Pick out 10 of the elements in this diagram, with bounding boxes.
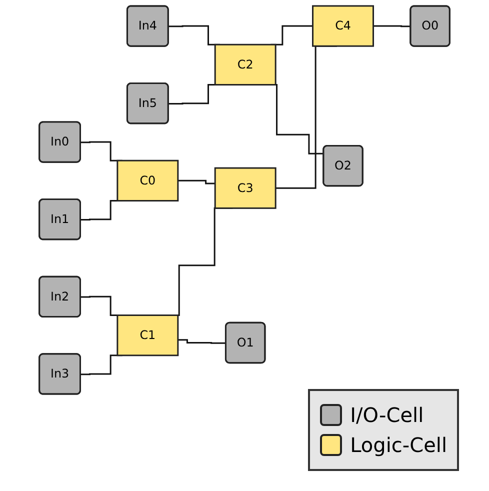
node-box: C0 (116, 160, 179, 202)
connector (178, 180, 216, 184)
legend-label: Logic-Cell (350, 433, 447, 457)
node-box: C2 (214, 44, 276, 86)
connector (373, 25, 411, 28)
legend-label: I/O-Cell (350, 403, 424, 427)
node-box: C1 (116, 314, 179, 356)
node-box: C3 (214, 167, 276, 209)
connector (178, 339, 226, 344)
node-box: C4 (312, 5, 374, 47)
